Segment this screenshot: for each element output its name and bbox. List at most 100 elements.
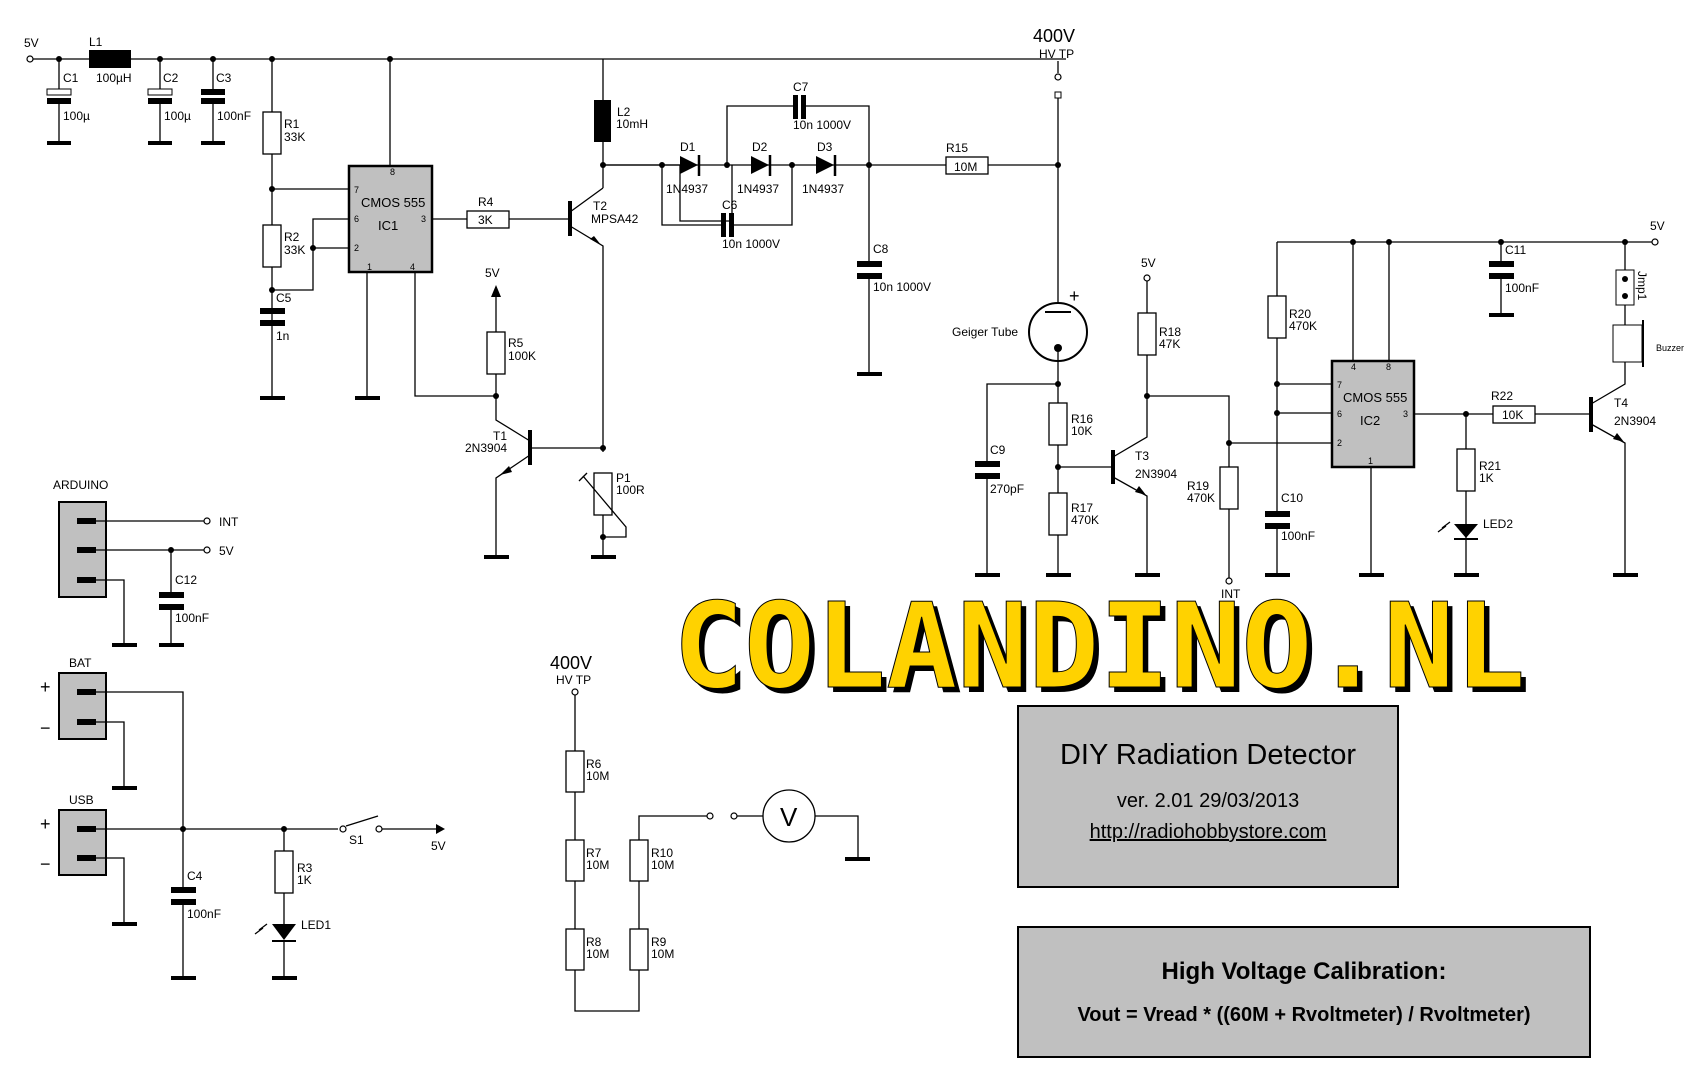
jumper-jmp1[interactable]: Jmp1 bbox=[1615, 242, 1649, 325]
junction-dot bbox=[762, 789, 816, 843]
int-output-terminal[interactable]: INT bbox=[1221, 577, 1241, 601]
schematic-title: DIY Radiation Detector bbox=[1059, 739, 1357, 771]
watermark: COLANDINO.NL COLANDINO.NL bbox=[673, 577, 1531, 721]
capacitor-c8: C8 10n 1000V bbox=[857, 165, 931, 376]
component-body bbox=[975, 473, 1000, 479]
component-body bbox=[58, 809, 107, 876]
wire bbox=[582, 475, 627, 538]
component-label: 100nF bbox=[1281, 529, 1315, 543]
voltmeter-icon: V bbox=[762, 789, 816, 843]
component-label: R8 bbox=[586, 935, 602, 949]
transistor-t2: T2 MPSA42 bbox=[568, 187, 639, 452]
component-label: 100R bbox=[616, 483, 645, 497]
watermark-text: COLANDINO.NL bbox=[673, 577, 1526, 715]
battery-connector[interactable]: BAT + − bbox=[40, 656, 184, 829]
component-label: + bbox=[40, 814, 51, 834]
component-label: 1n bbox=[276, 329, 289, 343]
terminal bbox=[203, 546, 211, 554]
component-body bbox=[77, 547, 96, 553]
component-label: 7 bbox=[354, 185, 359, 195]
ground-symbol bbox=[201, 141, 225, 145]
component-label: R1 bbox=[284, 117, 300, 131]
wire bbox=[414, 272, 497, 397]
component-label: 100nF bbox=[1505, 281, 1539, 295]
component-body bbox=[1615, 269, 1635, 306]
component-body bbox=[77, 826, 96, 832]
usb-connector[interactable]: USB + − bbox=[40, 793, 137, 926]
component-label: R4 bbox=[478, 195, 494, 209]
potentiometer-p1[interactable]: P1 100R bbox=[578, 471, 645, 559]
component-label: 6 bbox=[354, 214, 359, 224]
component-label: LED2 bbox=[1483, 517, 1513, 531]
ic2-section: 5V R20 470K C10 100nF CMOS 555 IC2 4 8 7… bbox=[1265, 219, 1684, 577]
component-label: 6 bbox=[1337, 409, 1342, 419]
ground-symbol bbox=[1489, 313, 1514, 317]
component-label: INT bbox=[1221, 587, 1241, 601]
arduino-connector[interactable]: ARDUINO INT 5V C12 100nF bbox=[53, 478, 239, 647]
hv-divider-input-terminal[interactable] bbox=[571, 688, 579, 696]
resistor-r16 bbox=[1048, 402, 1068, 446]
component-label: C12 bbox=[175, 573, 197, 587]
wire bbox=[1147, 395, 1230, 578]
resistor-r10 bbox=[629, 839, 649, 882]
component-body bbox=[77, 518, 96, 524]
component-label: 5V bbox=[1650, 219, 1665, 233]
component-label: 100µH bbox=[96, 71, 132, 85]
resistor-r20 bbox=[1267, 295, 1287, 339]
component-label: 270pF bbox=[990, 482, 1024, 496]
component-label: C11 bbox=[1505, 243, 1526, 257]
resistor-r9 bbox=[629, 928, 649, 971]
ground-symbol bbox=[112, 922, 137, 926]
ground-symbol bbox=[159, 643, 184, 647]
website-link[interactable]: http://radiohobbystore.com bbox=[1089, 821, 1327, 843]
component-body bbox=[801, 95, 806, 119]
component-label: 400V bbox=[550, 653, 592, 673]
probe-terminal-b[interactable] bbox=[730, 812, 738, 820]
resistor-r19 bbox=[1219, 466, 1239, 510]
junction-dot bbox=[600, 534, 606, 540]
terminal bbox=[1225, 577, 1233, 585]
hv-test-point[interactable]: 400V HV TP bbox=[1033, 26, 1075, 165]
terminal bbox=[1054, 73, 1062, 81]
component-label: LED1 bbox=[301, 918, 331, 932]
resistor-r3 bbox=[274, 850, 294, 894]
ground-symbol bbox=[272, 976, 297, 980]
component-label: T4 bbox=[1614, 396, 1628, 410]
wire bbox=[726, 105, 870, 165]
component-label: 470K bbox=[1071, 513, 1099, 527]
resistor-r22 bbox=[1492, 405, 1536, 424]
component-label: MPSA42 bbox=[591, 212, 639, 226]
power-switch-s1[interactable]: S1 bbox=[339, 815, 383, 847]
component-label: 10M bbox=[586, 858, 609, 872]
probe-terminal-a[interactable] bbox=[706, 812, 714, 820]
geiger-tube: + Geiger Tube bbox=[952, 286, 1088, 362]
component-label: 1 bbox=[1368, 456, 1373, 466]
diode-d1: D1 1N4937 bbox=[666, 140, 708, 196]
component-label: 10M bbox=[954, 160, 977, 174]
wire bbox=[1454, 524, 1478, 538]
component-body bbox=[1265, 523, 1290, 529]
component-label: 470K bbox=[1289, 319, 1317, 333]
component-label: V bbox=[780, 802, 798, 832]
component-label: L2 bbox=[617, 105, 631, 119]
component-label: C9 bbox=[990, 443, 1006, 457]
ground-symbol bbox=[1454, 573, 1479, 577]
wire bbox=[96, 691, 184, 829]
junction-dot bbox=[1622, 276, 1628, 282]
component-body bbox=[47, 98, 71, 104]
component-body bbox=[159, 604, 184, 610]
resistor-r8 bbox=[565, 928, 585, 971]
component-label: − bbox=[40, 854, 51, 874]
vcc-arrow-icon bbox=[491, 285, 501, 297]
wire bbox=[254, 923, 268, 935]
wire bbox=[578, 472, 588, 482]
component-body bbox=[148, 98, 172, 104]
ground-symbol bbox=[975, 573, 1000, 577]
wire bbox=[272, 924, 296, 940]
component-label: 47K bbox=[1159, 337, 1180, 351]
diode-d3: D3 1N4937 bbox=[802, 140, 844, 196]
component-body bbox=[1489, 261, 1514, 267]
ground-symbol bbox=[1046, 573, 1071, 577]
component-label: R16 bbox=[1071, 412, 1093, 426]
